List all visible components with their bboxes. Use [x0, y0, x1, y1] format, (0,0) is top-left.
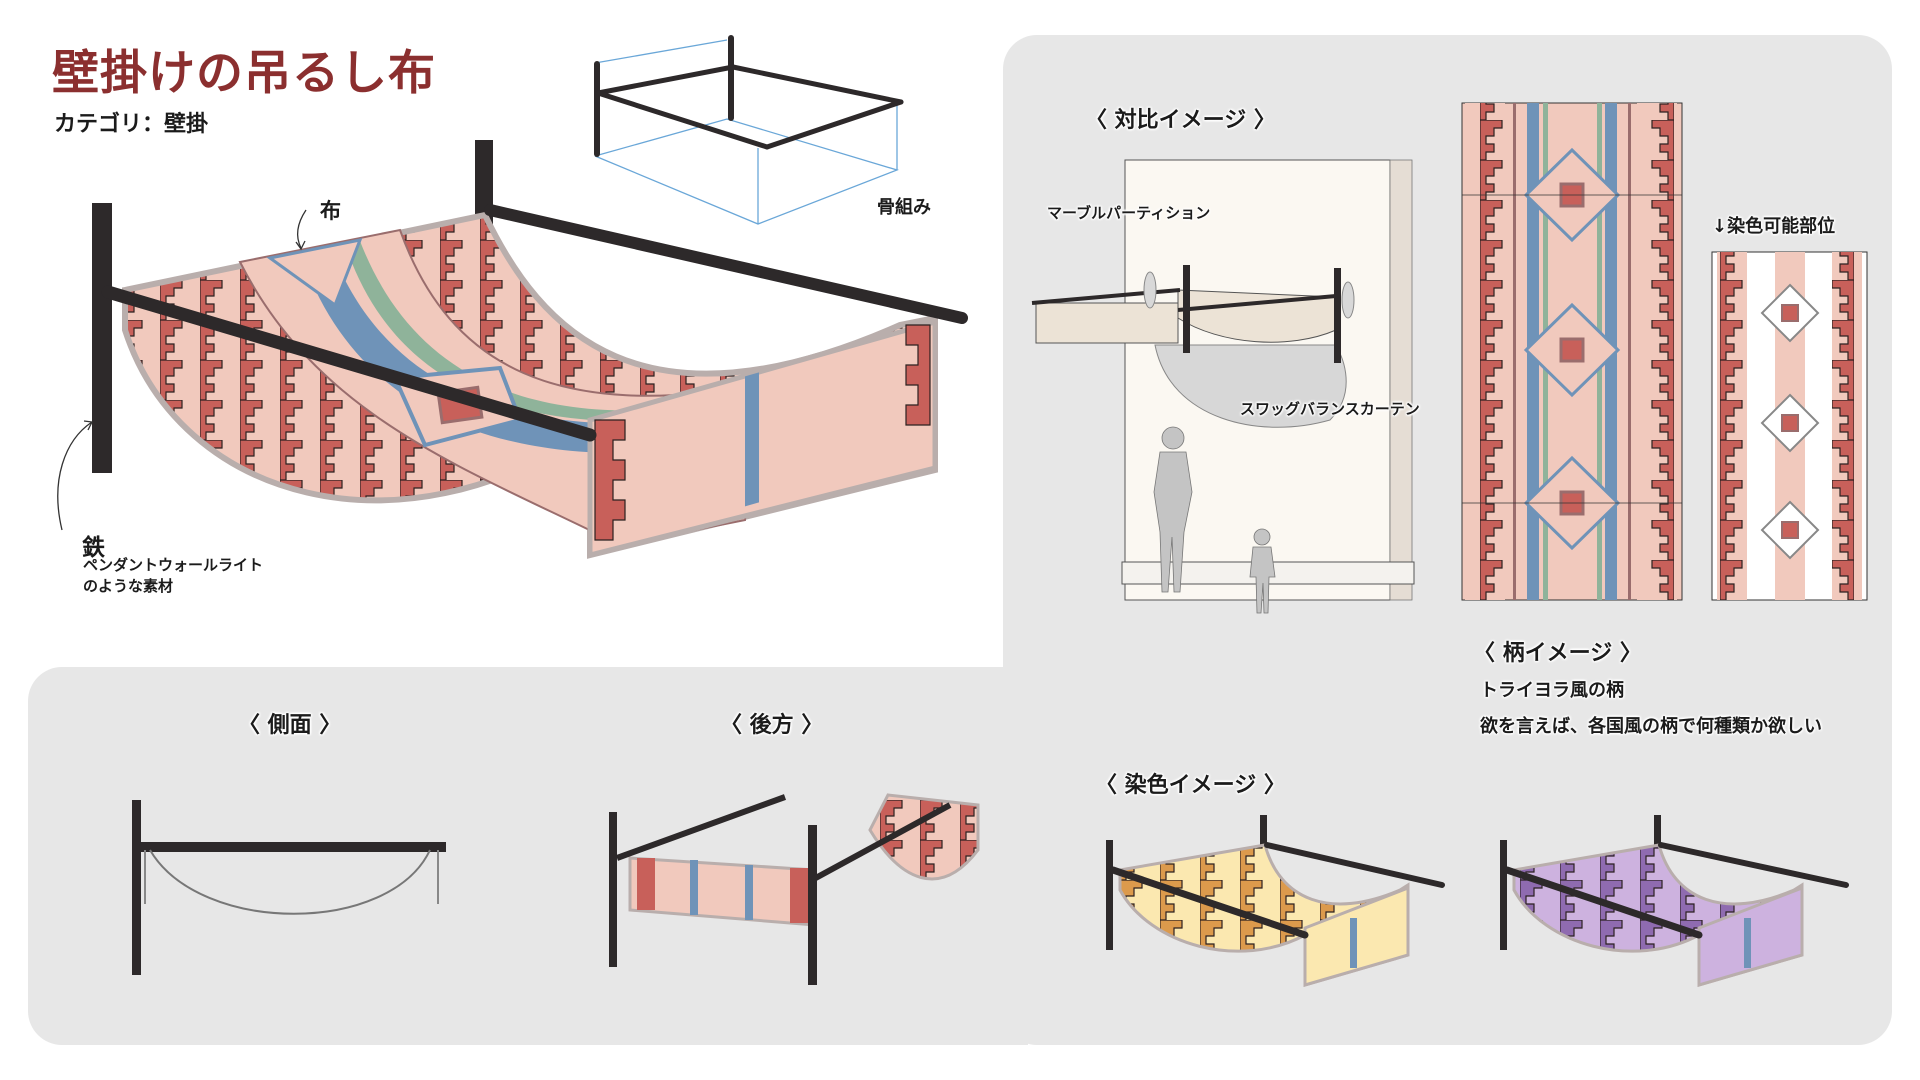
front-panel-blue-stripe	[745, 372, 759, 507]
iron-label: 鉄	[82, 535, 105, 561]
category-label: カテゴリ：壁掛	[54, 112, 209, 137]
frame-label: 骨組み	[877, 197, 931, 218]
frame-guide-lines	[594, 39, 899, 225]
iron-bar-front	[101, 285, 597, 442]
dyeable-area-label: ↓染色可能部位	[1712, 216, 1836, 237]
pattern-wish-note: 欲を言えば、各国風の柄で何種類か欲しい	[1480, 716, 1822, 737]
iron-note-line1: ペンダントウォールライト	[83, 556, 264, 574]
fabric-top-motif	[266, 237, 363, 308]
curtain-top-board	[1035, 302, 1179, 344]
back-view-heading: 〈 後方 〉	[720, 713, 824, 738]
fabric-front-panel	[587, 318, 938, 559]
pattern-style-note: トライヨラ風の柄	[1480, 680, 1624, 701]
iron-arrow-icon	[57, 421, 93, 531]
iron-note-line2: のような素材	[83, 577, 174, 595]
front-panel-steps-right	[905, 324, 931, 426]
swag-curtain	[1154, 344, 1347, 428]
partition-side	[1389, 159, 1413, 601]
frame-iron-bars	[594, 35, 904, 157]
pattern-heading: 〈 柄イメージ 〉	[1473, 641, 1642, 666]
page-title: 壁掛けの吊るし布	[52, 46, 436, 101]
partition-label: マーブルパーティション	[1047, 204, 1211, 222]
person-adult-silhouette	[1153, 426, 1193, 593]
comparison-heading: 〈 対比イメージ 〉	[1085, 108, 1276, 133]
fabric-label: 布	[320, 199, 341, 223]
person-child-silhouette	[1249, 528, 1276, 614]
front-panel-steps-left	[594, 419, 626, 541]
dye-image-heading: 〈 染色イメージ 〉	[1095, 773, 1286, 798]
fabric-arrow-icon	[297, 209, 307, 249]
curtain-label: スワッグバランスカーテン	[1240, 400, 1420, 418]
iron-post-left	[92, 203, 112, 473]
side-view-heading: 〈 側面 〉	[238, 713, 342, 738]
iron-bar-back	[484, 204, 968, 324]
